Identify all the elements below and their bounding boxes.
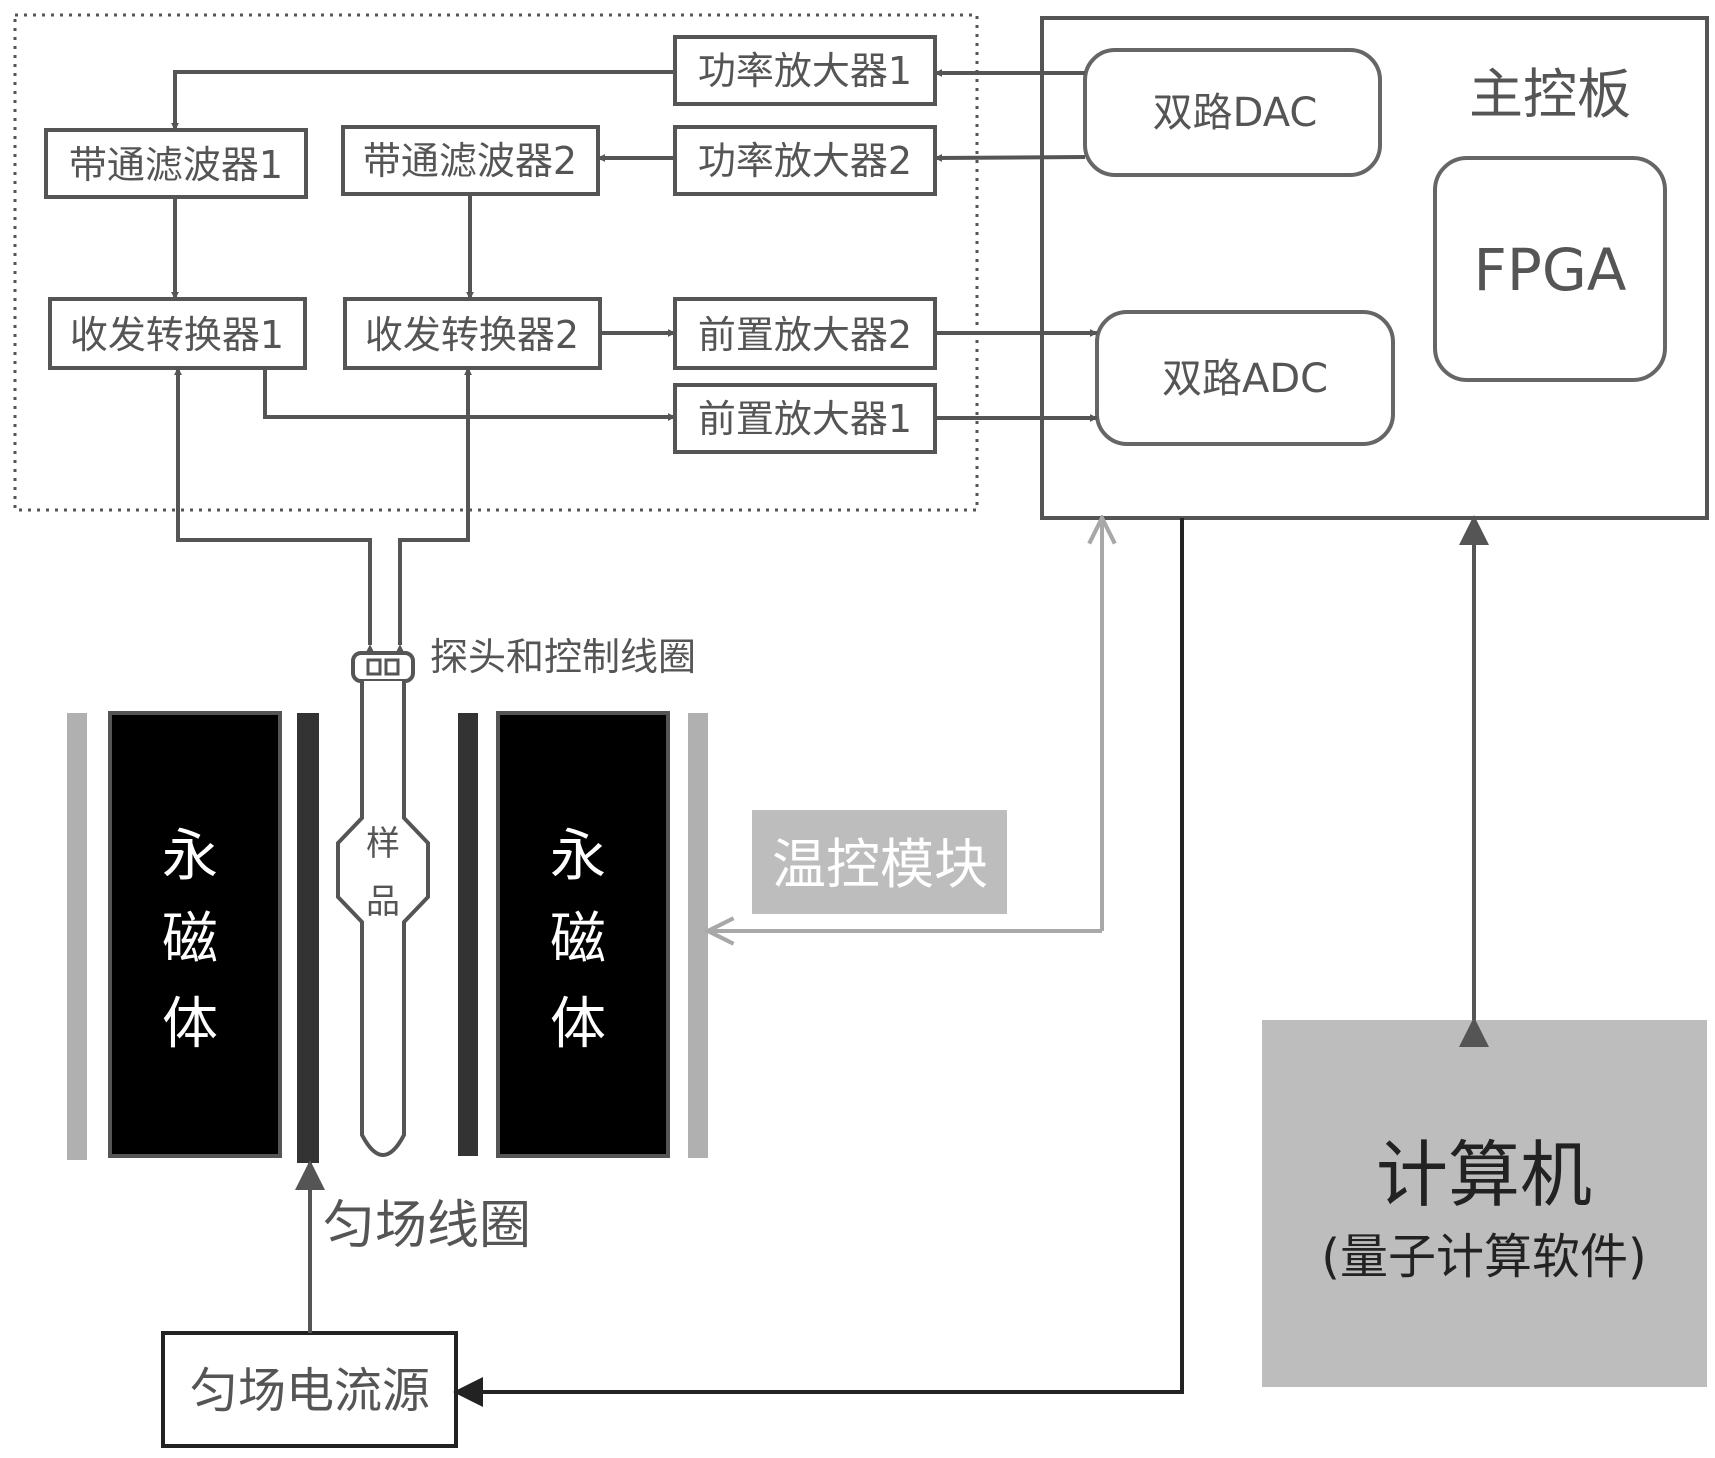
right-magnet-char-2: 磁 xyxy=(550,907,606,972)
fpga-block: FPGA xyxy=(1433,156,1667,382)
probe-switch-1-link xyxy=(174,367,374,653)
rf-frontend-enclosure xyxy=(13,13,979,512)
preamp-2-label: 前置放大器2 xyxy=(698,313,912,357)
left-magnet xyxy=(108,711,282,1158)
left-magnet-char-2: 磁 xyxy=(162,907,218,972)
preamp-1: 前置放大器1 xyxy=(673,383,937,454)
probe-label: 探头和控制线圈 xyxy=(430,635,696,679)
right-magnet xyxy=(496,711,670,1158)
right-magnet-char-1: 永 xyxy=(550,824,606,889)
trx-switch-2: 收发转换器2 xyxy=(343,297,602,370)
bandpass-filter-1-label: 带通滤波器1 xyxy=(69,143,283,187)
shim-coil-right-bar xyxy=(458,713,478,1156)
right-magnet-char-3: 体 xyxy=(550,992,606,1057)
right-outer-plate xyxy=(688,713,708,1158)
computer-sublabel: (量子计算软件) xyxy=(1321,1229,1646,1285)
temp-module-label: 温控模块 xyxy=(772,833,988,896)
power-amp-1: 功率放大器1 xyxy=(673,35,937,106)
sample-label-2: 品 xyxy=(366,882,400,922)
adc-label: 双路ADC xyxy=(1162,356,1328,402)
main-board-label: 主控板 xyxy=(1469,63,1631,126)
power-amp-2: 功率放大器2 xyxy=(673,125,937,196)
dac-label: 双路DAC xyxy=(1153,90,1318,136)
preamp-1-label: 前置放大器1 xyxy=(698,397,912,441)
power-amp-2-label: 功率放大器2 xyxy=(698,139,912,183)
probe-control-coil xyxy=(336,651,430,1157)
left-outer-plate xyxy=(67,713,87,1160)
computer-label: 计算机 xyxy=(1376,1133,1592,1217)
trx-switch-2-label: 收发转换器2 xyxy=(365,313,579,357)
fpga-label: FPGA xyxy=(1474,236,1627,304)
probe-switch-2-link xyxy=(396,367,472,653)
mainboard-to-shim-source-arrow xyxy=(453,518,1184,1407)
adc-block: 双路ADC xyxy=(1095,310,1395,446)
bandpass-filter-2: 带通滤波器2 xyxy=(341,125,600,196)
trx-switch-1: 收发转换器1 xyxy=(48,297,307,370)
shim-coil-label: 匀场线圈 xyxy=(323,1196,531,1256)
computer-box xyxy=(1262,1020,1707,1387)
left-magnet-char-3: 体 xyxy=(162,992,218,1057)
dac-to-power-amp-2-arrow xyxy=(934,153,1086,162)
left-magnet-char-1: 永 xyxy=(162,824,218,889)
power-amp-1-label: 功率放大器1 xyxy=(698,49,912,93)
power-amp-1-to-filter-1-arrow xyxy=(171,70,675,131)
shim-source-label: 匀场电流源 xyxy=(190,1363,430,1419)
temp-module-box xyxy=(752,810,1007,914)
shim-coil-left-bar xyxy=(297,713,319,1163)
trx-switch-1-label: 收发转换器1 xyxy=(70,313,284,357)
preamp-2: 前置放大器2 xyxy=(673,297,937,370)
bandpass-filter-1: 带通滤波器1 xyxy=(44,128,308,199)
sample-label-1: 样 xyxy=(366,824,400,864)
dac-block: 双路DAC xyxy=(1083,48,1382,177)
bandpass-filter-2-label: 带通滤波器2 xyxy=(363,139,577,183)
